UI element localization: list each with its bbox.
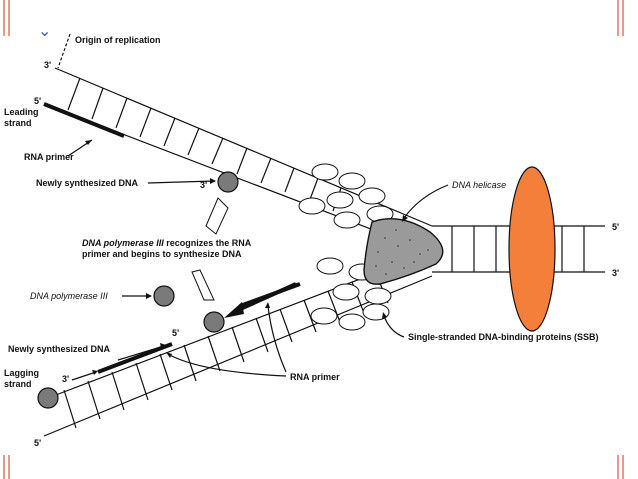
replication-fork-diagram [37,33,605,437]
leader-rna-primer-bottom-b [267,305,287,373]
dna-helicase-label: DNA helicase [452,180,506,190]
leader-newly-synth-top [147,180,215,184]
prime-5-right-top-label: 5' [612,222,619,232]
leading-strand-label: Leading strand [4,107,41,128]
chevron-down-icon[interactable]: ⌄ [38,21,51,40]
ssb-protein [310,307,338,325]
ssb-protein [338,172,366,190]
lagging-strand-polymerase [37,387,59,409]
leader-lagging-3prime [71,371,97,381]
prime-3-top-label: 3' [44,60,51,70]
prime-5-top-label: 5' [34,96,41,106]
rna-primer-bottom-label: RNA primer [290,372,340,382]
slide-decoration: ⌄ [3,0,624,479]
helicase-speckles [375,229,429,275]
hollow-arrow-down [191,269,215,301]
lagging-synthesis-arrowhead [224,302,244,318]
ssb-protein [358,187,386,205]
ssb-protein [332,283,360,301]
bottom-inner-strand [47,259,411,399]
ssb-protein [338,313,366,331]
ssb-proteins-top [298,163,394,229]
ssb-protein [311,163,339,181]
ssb-protein [364,287,392,305]
leading-primer-segment [43,102,125,138]
left-bottom-bar-2 [8,455,10,479]
bottom-outer-strand [43,275,433,437]
dna-pol-iii-label: DNA polymerase III [30,291,108,301]
prime-3-ball-label: 3' [200,180,207,190]
ssb-protein [326,191,354,209]
dna-helicase-shape [363,218,444,285]
diagram-labels: Origin of replication 3' 5' Leading stra… [4,35,619,448]
leader-rna-primer-bottom-a [167,353,287,377]
ssb-protein [298,197,326,215]
ssb-protein [316,257,344,275]
right-top-bar-2 [622,0,624,36]
dna-polymerase-iii-ball [153,285,175,307]
rna-primer-left-label: RNA primer [24,152,74,162]
orange-protein-ellipse [508,166,556,332]
right-top-bar-1 [617,0,619,36]
newly-synth-bottom-label: Newly synthesized DNA [8,344,111,354]
hollow-arrow-up [205,197,229,235]
left-top-bar-1 [3,0,5,36]
newly-synth-top-label: Newly synthesized DNA [36,178,139,188]
new-polymerase-ball [203,311,225,333]
ssb-label: Single-stranded DNA-binding proteins (SS… [408,332,599,342]
left-bottom-bar-1 [3,455,5,479]
ssb-protein [333,211,361,229]
leader-ssb [383,315,405,338]
prime-3-lagging-label: 3' [62,374,69,384]
ssb-proteins-bottom [310,257,392,331]
leader-newly-synth-bottom [117,345,165,361]
top-arm-rungs [67,77,342,212]
leader-helicase [403,184,449,219]
left-top-bar-2 [8,0,10,36]
parent-rungs [451,226,585,272]
prime-3-right-label: 3' [612,268,619,278]
right-bottom-bar-2 [622,455,624,479]
origin-dashed-line [57,33,71,69]
leading-strand-polymerase [217,171,239,193]
lagging-strand-label: Lagging strand [4,368,42,389]
prime-5-bottom-label: 5' [34,438,41,448]
lagging-synthesis-arrow [237,282,297,312]
lagging-primer-segment-b [97,342,173,374]
origin-label: Origin of replication [75,35,161,45]
prime-5-lower-label: 5' [172,328,179,338]
pol-recognizes-label: DNA polymerase III recognizes the RNA pr… [82,238,253,259]
right-bottom-bar-1 [617,455,619,479]
